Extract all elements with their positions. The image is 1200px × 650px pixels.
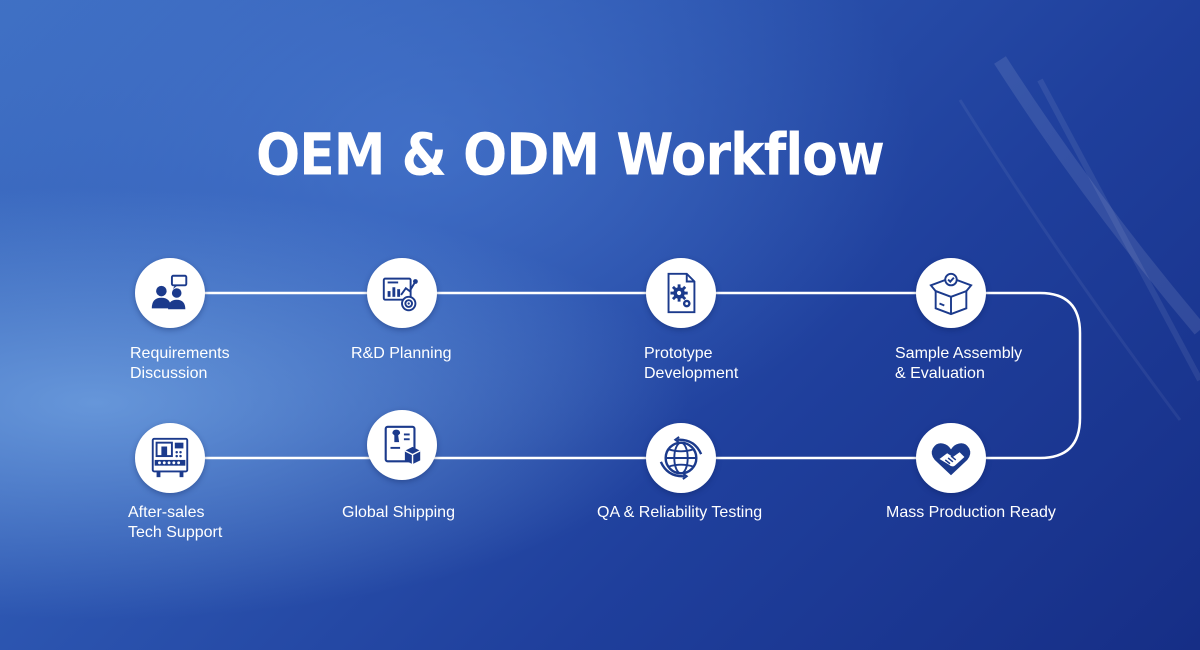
step-label-mass-production: Mass Production Ready — [886, 504, 1056, 521]
people-discussion-icon — [151, 274, 188, 310]
step-sample-assembly — [916, 258, 986, 328]
connector-path — [170, 291, 1082, 460]
globe-icon — [659, 436, 703, 480]
step-label-rd-planning: R&D Planning — [351, 345, 452, 362]
step-after-sales — [135, 423, 205, 493]
box-check-icon — [929, 272, 973, 316]
step-global-shipping — [367, 410, 437, 480]
page-title: OEM & ODM Workflow — [256, 122, 885, 190]
step-label-prototype: Prototype Development — [644, 345, 739, 382]
step-label-requirements: Requirements Discussion — [130, 345, 230, 382]
gear-document-icon — [667, 272, 696, 314]
step-qa-testing — [646, 423, 716, 493]
step-label-after-sales: After-sales Tech Support — [128, 504, 223, 541]
step-label-global-shipping: Global Shipping — [342, 504, 455, 521]
step-mass-production — [916, 423, 986, 493]
chart-planning-icon — [382, 277, 418, 312]
step-requirements — [135, 258, 205, 328]
step-label-qa-testing: QA & Reliability Testing — [597, 504, 763, 521]
clipboard-wrench-icon — [384, 425, 421, 465]
step-prototype — [646, 258, 716, 328]
handshake-heart-icon — [931, 443, 971, 476]
machine-panel-icon — [151, 437, 189, 478]
step-rd-planning — [367, 258, 437, 328]
step-label-sample-assembly: Sample Assembly & Evaluation — [895, 345, 1023, 382]
